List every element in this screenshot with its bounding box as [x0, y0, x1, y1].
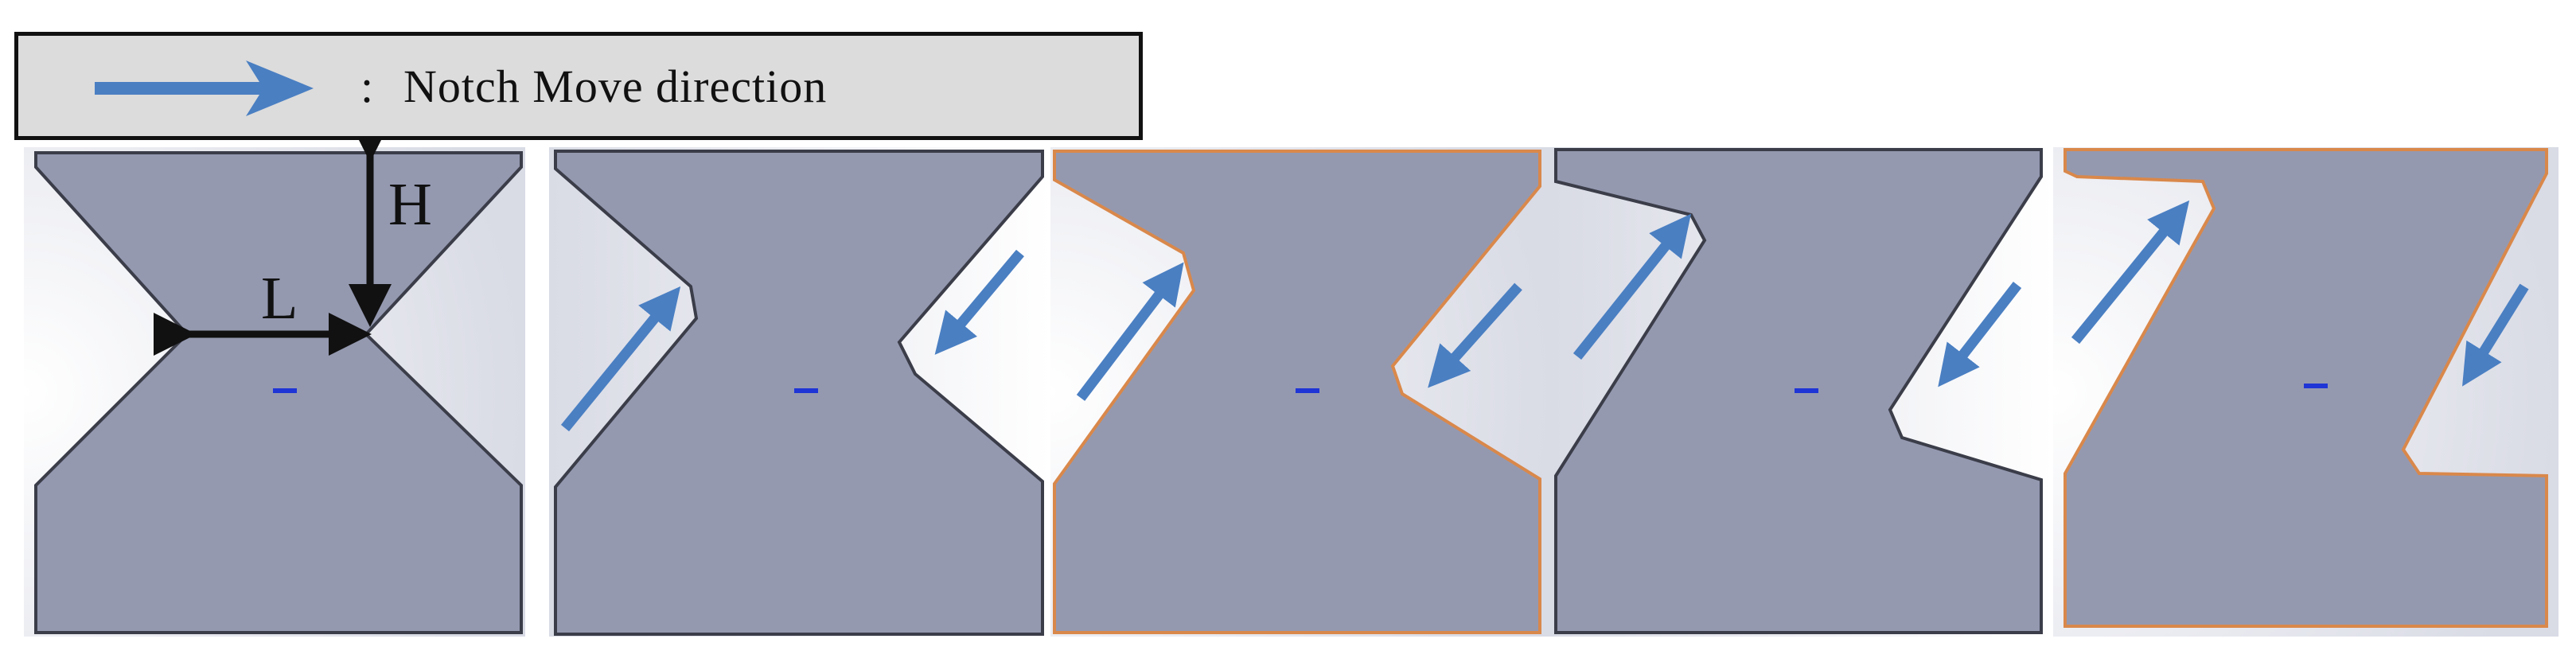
- right-arrow: [1938, 282, 2022, 388]
- height-label: H: [388, 171, 432, 238]
- left-arrow: [1572, 213, 1691, 360]
- panel-4: [1552, 147, 2053, 637]
- blue-arrow-icon: [95, 60, 314, 116]
- center-mark: [1795, 388, 1818, 393]
- center-mark: [1296, 388, 1319, 393]
- legend-label: Notch Move direction: [403, 60, 828, 112]
- panel-3: [1050, 147, 1552, 637]
- length-label: L: [261, 265, 298, 332]
- center-mark: [794, 388, 818, 393]
- panel-2: [549, 147, 1050, 637]
- right-arrow: [934, 249, 1024, 355]
- legend: : Notch Move direction: [14, 32, 1143, 140]
- left-arrow: [1076, 262, 1184, 401]
- right-arrow: [1428, 282, 1522, 388]
- left-arrow: [2071, 200, 2190, 345]
- legend-colon: :: [360, 60, 374, 112]
- right-arrow: [2462, 283, 2529, 387]
- left-arrow: [560, 286, 681, 432]
- panel-1-symmetric: L H: [24, 119, 525, 637]
- panel-5: [2053, 147, 2558, 637]
- center-mark: [2304, 384, 2328, 388]
- center-mark: [273, 388, 297, 393]
